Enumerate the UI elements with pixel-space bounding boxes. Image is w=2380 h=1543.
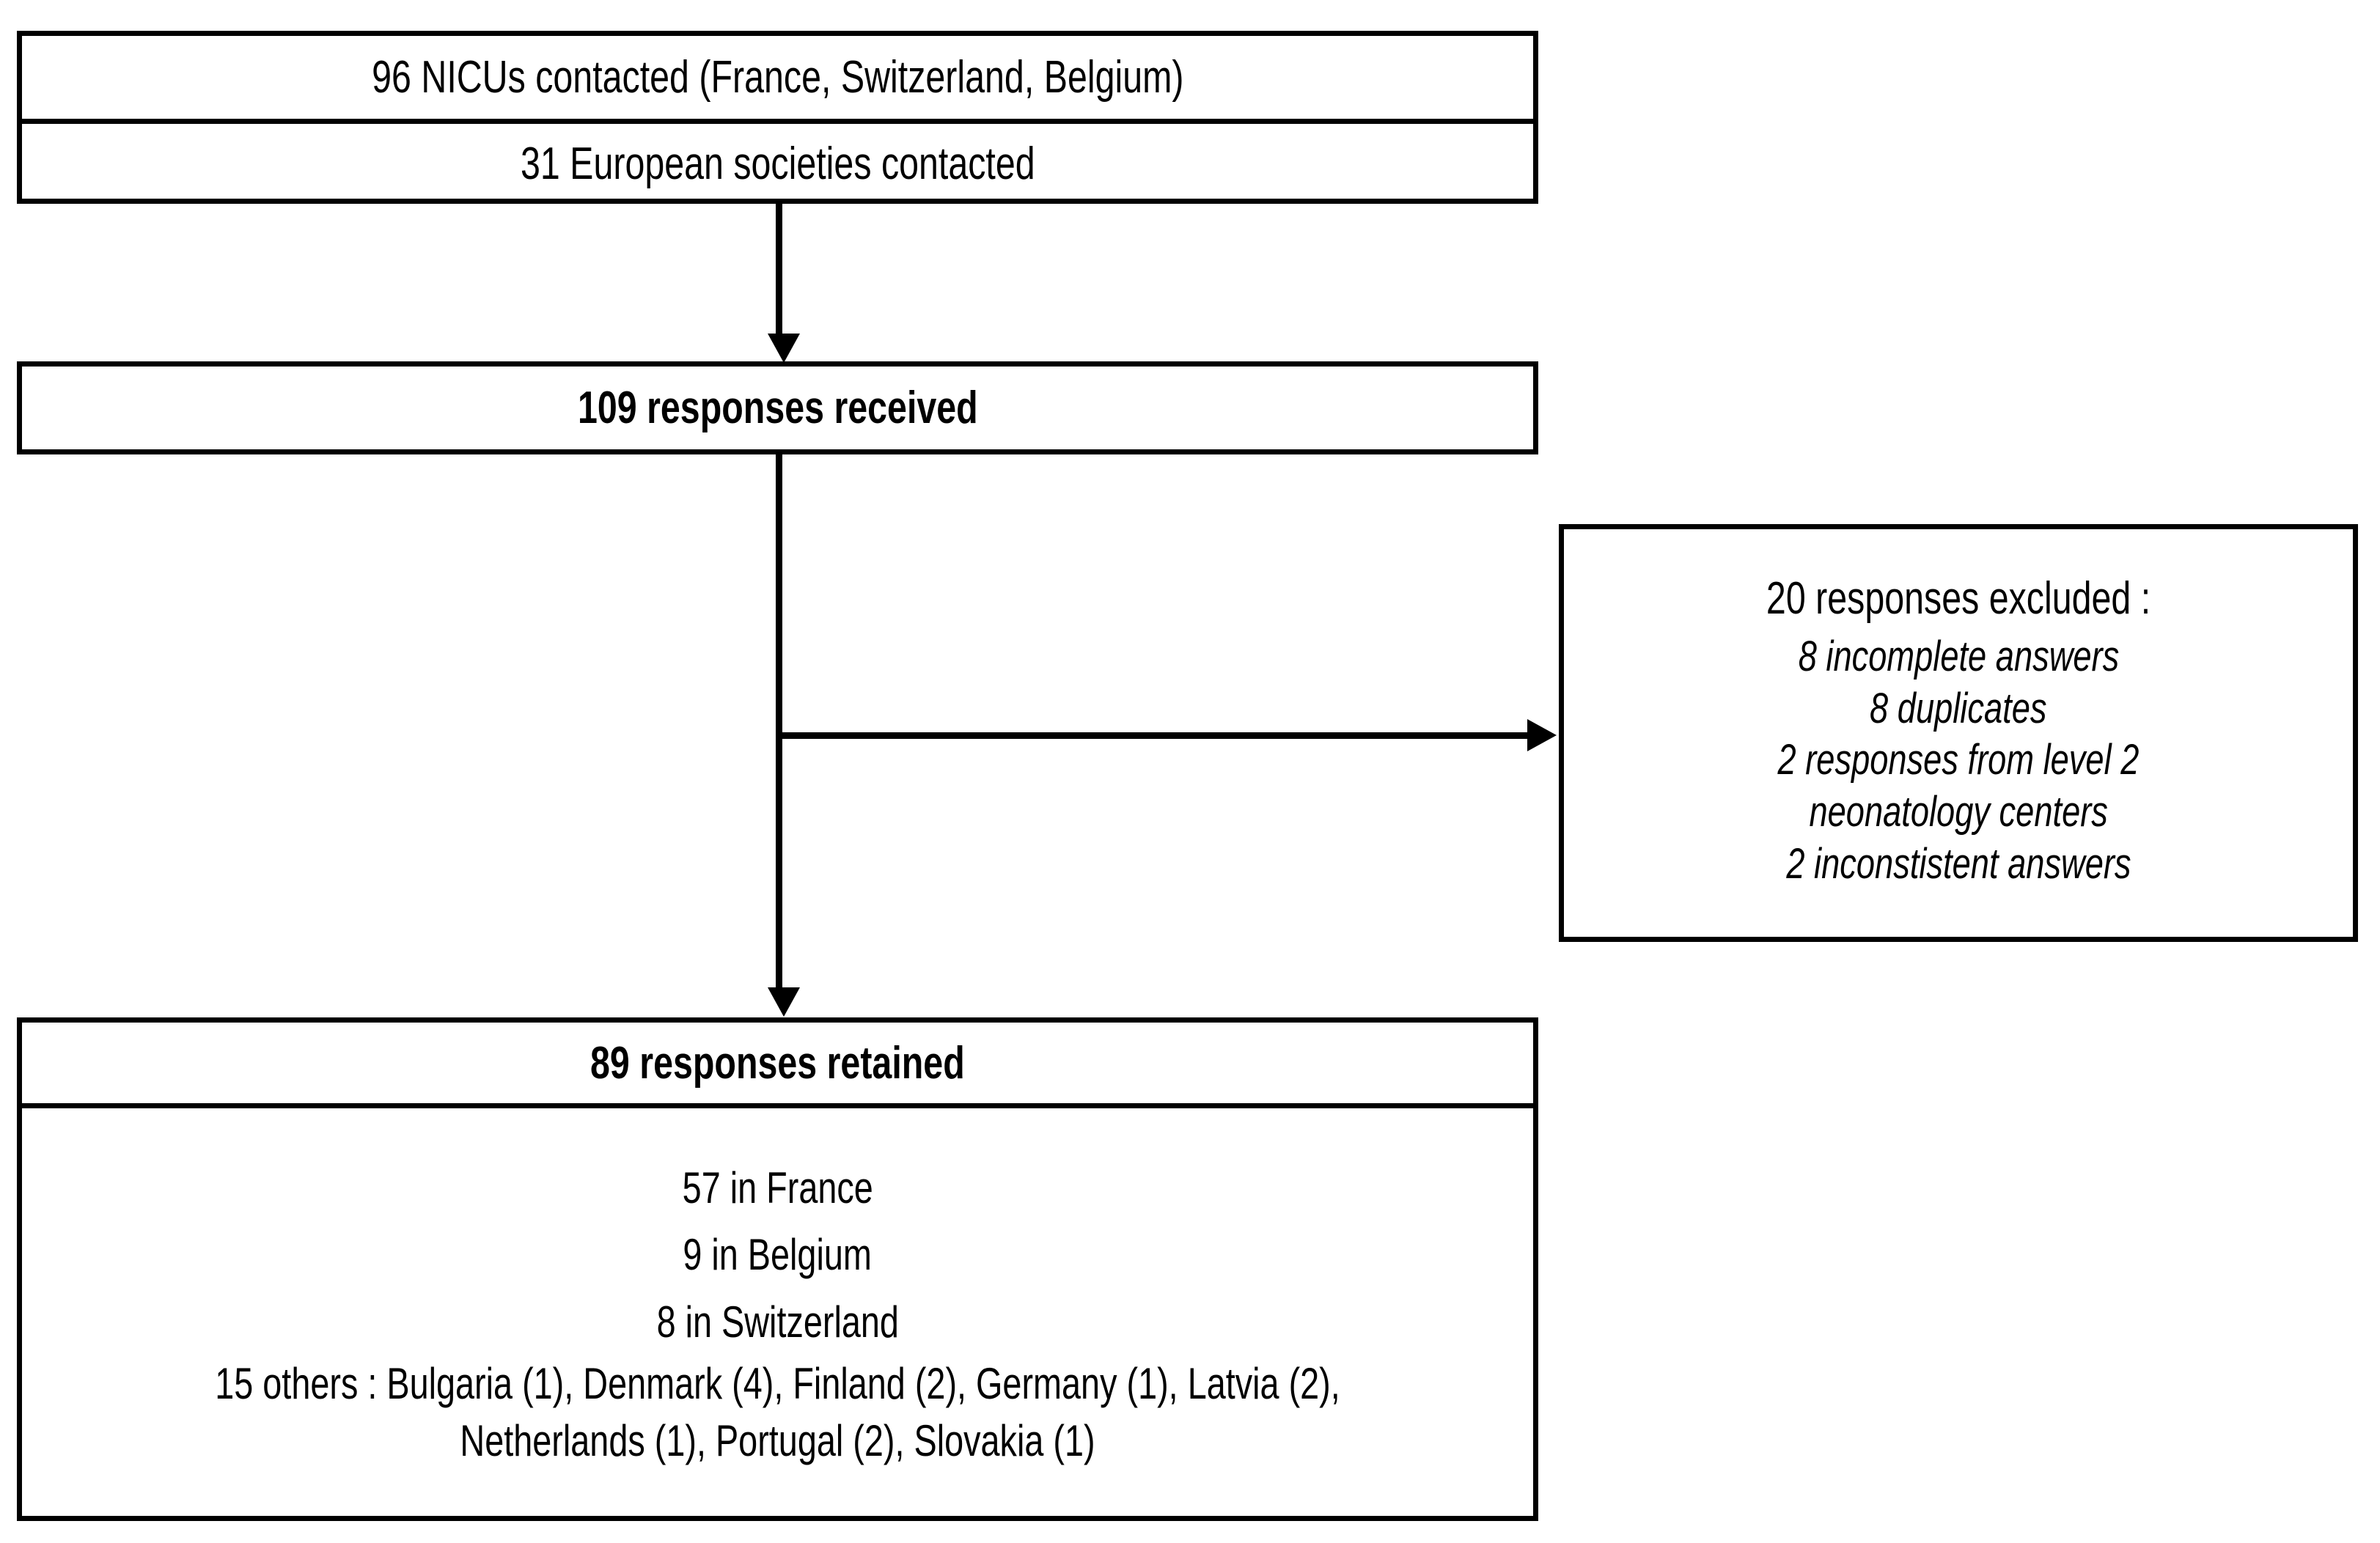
responses-received-row: 109 responses received	[22, 367, 1533, 449]
retained-countries-row: 57 in France 9 in Belgium 8 in Switzerla…	[22, 1103, 1533, 1516]
societies-contacted-row: 31 European societies contacted	[22, 119, 1533, 204]
connector-contacted-to-received	[776, 204, 782, 336]
excluded-reason-level2-line2: neonatology centers	[1809, 788, 2108, 836]
excluded-heading: 20 responses excluded :	[1766, 573, 2151, 625]
arrowhead-right-to-excluded	[1527, 719, 1557, 751]
contacted-box: 96 NICUs contacted (France, Switzerland,…	[17, 31, 1538, 204]
responses-received-box: 109 responses received	[17, 361, 1538, 454]
connector-received-to-excluded	[776, 732, 1529, 739]
retained-box: 89 responses retained 57 in France 9 in …	[17, 1017, 1538, 1521]
connector-received-to-retained	[776, 454, 782, 990]
excluded-reason-inconsistent: 2 inconstistent answers	[1785, 839, 2131, 888]
excluded-reason-duplicates: 8 duplicates	[1870, 684, 2047, 732]
retained-header-row: 89 responses retained	[22, 1023, 1533, 1103]
societies-contacted-label: 31 European societies contacted	[520, 139, 1035, 189]
country-france: 57 in France	[682, 1163, 873, 1213]
country-switzerland: 8 in Switzerland	[656, 1297, 899, 1347]
retained-header-label: 89 responses retained	[590, 1037, 965, 1089]
country-belgium: 9 in Belgium	[683, 1230, 873, 1280]
responses-received-label: 109 responses received	[577, 383, 978, 433]
nicus-contacted-row: 96 NICUs contacted (France, Switzerland,…	[22, 36, 1533, 119]
excluded-content: 20 responses excluded : 8 incomplete ans…	[1564, 529, 2353, 937]
excluded-reason-incomplete: 8 incomplete answers	[1798, 632, 2119, 680]
excluded-box: 20 responses excluded : 8 incomplete ans…	[1559, 524, 2358, 942]
country-others: 15 others : Bulgaria (1), Denmark (4), F…	[215, 1358, 1340, 1465]
arrowhead-down-to-retained	[768, 987, 800, 1017]
nicus-contacted-label: 96 NICUs contacted (France, Switzerland,…	[371, 52, 1184, 103]
excluded-reason-level2-line1: 2 responses from level 2	[1777, 736, 2140, 784]
arrowhead-down-to-received	[768, 334, 800, 363]
